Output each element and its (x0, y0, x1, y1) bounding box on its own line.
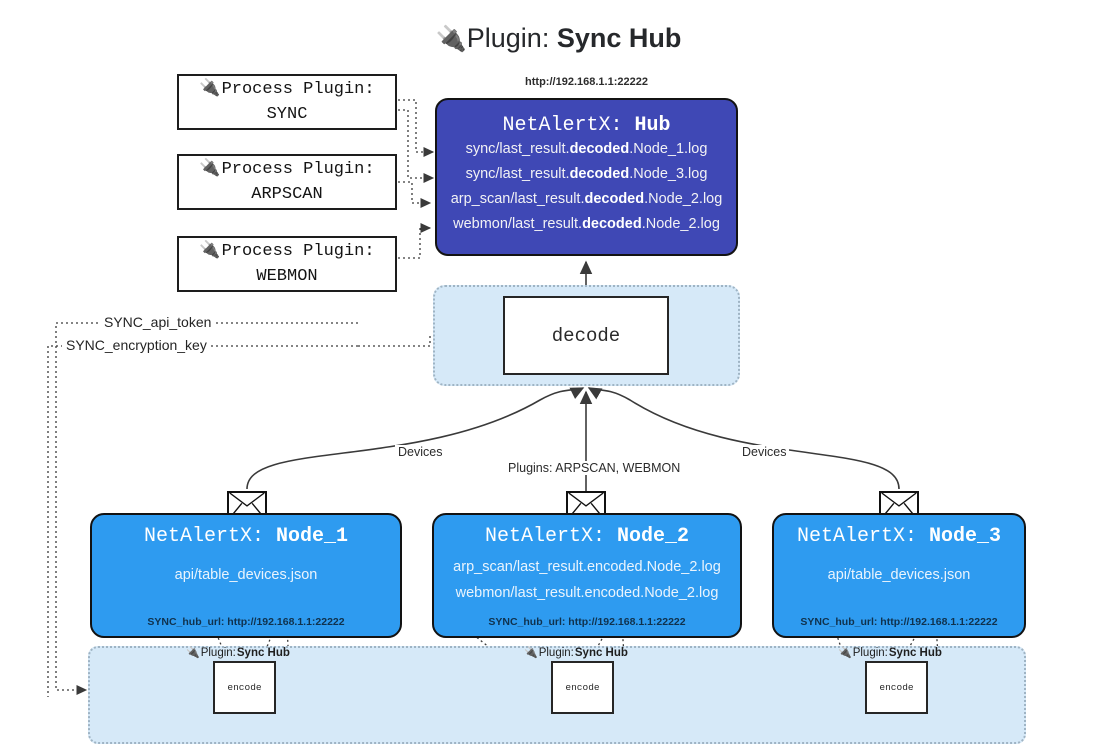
node-2-title: NetAlertX: Node_2 (484, 525, 690, 548)
electric-plug-icon: 🔌 (524, 647, 538, 659)
process-plugin-arpscan[interactable]: 🔌Process Plugin: ARPSCAN (177, 154, 397, 210)
node-2-line: webmon/last_result.encoded.Node_2.log (455, 585, 719, 601)
electric-plug-icon: 🔌 (199, 80, 221, 99)
decode-box[interactable]: decode (503, 296, 669, 375)
hub-log-line: webmon/last_result.decoded.Node_2.log (453, 216, 720, 232)
node-1[interactable]: NetAlertX: Node_1 api/table_devices.json… (90, 513, 402, 638)
node-2[interactable]: NetAlertX: Node_2 arp_scan/last_result.e… (432, 513, 742, 638)
encode-plugin-tag-2: 🔌Plugin: Sync Hub (524, 646, 628, 660)
encode-plugin-tag-1: 🔌Plugin: Sync Hub (186, 646, 290, 660)
encode-plugin-tag-3: 🔌Plugin: Sync Hub (838, 646, 942, 660)
process-plugin-sync-line1: 🔌Process Plugin: (199, 77, 374, 102)
edge-label-devices-left: Devices (395, 445, 446, 459)
edge-label-devices-right: Devices (739, 445, 790, 459)
encode-box-1[interactable]: encode (213, 661, 276, 714)
page-title-prefix: Plugin: (466, 23, 557, 53)
node-1-title: NetAlertX: Node_1 (143, 525, 349, 548)
electric-plug-icon: 🔌 (186, 647, 200, 659)
hub-log-line: sync/last_result.decoded.Node_3.log (465, 166, 708, 182)
hub-log-line: arp_scan/last_result.decoded.Node_2.log (450, 191, 723, 207)
hub-node[interactable]: NetAlertX: Hub sync/last_result.decoded.… (435, 98, 738, 256)
process-plugin-webmon[interactable]: 🔌Process Plugin: WEBMON (177, 236, 397, 292)
page-title: 🔌Plugin: Sync Hub (0, 16, 1117, 61)
node-1-line: api/table_devices.json (174, 567, 318, 583)
sync-api-token-label: SYNC_api_token (100, 314, 216, 330)
node-3[interactable]: NetAlertX: Node_3 api/table_devices.json… (772, 513, 1026, 638)
electric-plug-icon: 🔌 (199, 242, 221, 261)
hub-url-label: http://192.168.1.1:22222 (525, 76, 648, 88)
hub-log-line: sync/last_result.decoded.Node_1.log (465, 141, 708, 157)
sync-encryption-key-label: SYNC_encryption_key (62, 337, 211, 353)
encode-box-2[interactable]: encode (551, 661, 614, 714)
electric-plug-icon: 🔌 (435, 25, 467, 53)
node-2-line: arp_scan/last_result.encoded.Node_2.log (453, 559, 721, 575)
node-3-line: api/table_devices.json (827, 567, 971, 583)
process-plugin-webmon-name: WEBMON (256, 267, 318, 286)
node-1-hub-url: SYNC_hub_url: http://192.168.1.1:22222 (147, 616, 345, 628)
node-3-hub-url: SYNC_hub_url: http://192.168.1.1:22222 (800, 616, 998, 628)
electric-plug-icon: 🔌 (199, 160, 221, 179)
edge-label-plugins: Plugins: ARPSCAN, WEBMON (505, 461, 684, 475)
node-3-title: NetAlertX: Node_3 (796, 525, 1002, 548)
process-plugin-sync[interactable]: 🔌Process Plugin: SYNC (177, 74, 397, 130)
process-plugin-arpscan-name: ARPSCAN (251, 185, 323, 204)
process-plugin-arpscan-line1: 🔌Process Plugin: (199, 157, 374, 182)
process-plugin-sync-name: SYNC (266, 105, 308, 124)
encode-box-3[interactable]: encode (865, 661, 928, 714)
hub-title: NetAlertX: Hub (502, 114, 671, 137)
node-2-hub-url: SYNC_hub_url: http://192.168.1.1:22222 (488, 616, 686, 628)
process-plugin-webmon-line1: 🔌Process Plugin: (199, 239, 374, 264)
page-title-name: Sync Hub (556, 23, 682, 53)
electric-plug-icon: 🔌 (838, 647, 852, 659)
